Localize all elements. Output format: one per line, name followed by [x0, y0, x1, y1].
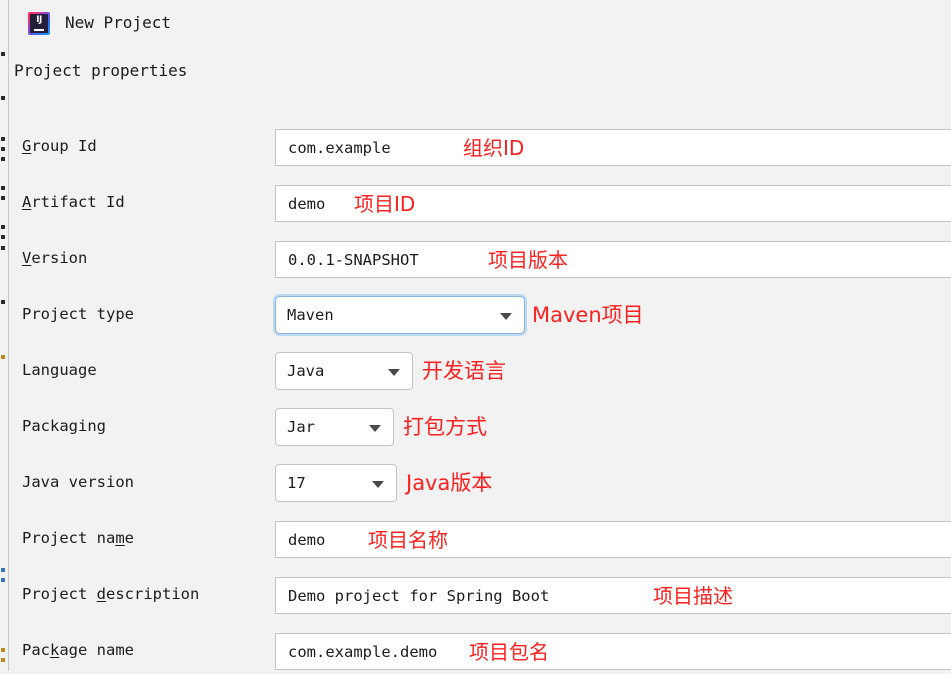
label-mnemonic: G	[22, 137, 32, 155]
annotation-java-version: Java版本	[406, 471, 493, 495]
label-mnemonic: m	[115, 529, 125, 547]
window-titlebar: IJ New Project	[10, 0, 951, 48]
dropdown-project-type[interactable]: Maven	[275, 296, 525, 334]
edge-marker	[1, 96, 5, 100]
label-project-description: Project description	[22, 585, 200, 603]
edge-marker	[1, 186, 5, 190]
edge-marker	[1, 157, 5, 161]
input-value-version: 0.0.1-SNAPSHOT	[288, 251, 419, 269]
form-row-packaging: Packaging Jar 打包方式	[0, 404, 951, 450]
label-mnemonic: V	[22, 249, 32, 267]
annotation-project-description: 项目描述	[653, 584, 733, 608]
dropdown-value-project-type: Maven	[287, 306, 334, 324]
annotation-language: 开发语言	[422, 359, 506, 383]
dropdown-value-language: Java	[287, 362, 325, 380]
annotation-artifact-id: 项目ID	[354, 192, 416, 216]
chevron-down-icon[interactable]	[388, 369, 400, 376]
label-package-name: Package name	[22, 641, 134, 659]
form-row-package-name: Package name com.example.demo 项目包名	[0, 628, 951, 674]
form-row-version: Version 0.0.1-SNAPSHOT 项目版本	[0, 236, 951, 282]
chevron-down-icon[interactable]	[369, 425, 381, 432]
edge-marker	[1, 300, 5, 304]
input-value-project-description: Demo project for Spring Boot	[288, 587, 550, 605]
label-project-type: Project type	[22, 305, 134, 323]
intellij-idea-icon: IJ	[28, 12, 50, 35]
input-value-artifact-id: demo	[288, 195, 326, 213]
form-row-language: Language Java 开发语言	[0, 348, 951, 394]
form-row-artifact-id: Artifact Id demo 项目ID	[0, 180, 951, 226]
edge-marker	[1, 52, 5, 56]
annotation-project-name: 项目名称	[368, 528, 448, 552]
input-value-project-name: demo	[288, 531, 326, 549]
input-value-group-id: com.example	[288, 139, 391, 157]
dropdown-value-java-version: 17	[287, 474, 306, 492]
edge-marker	[1, 648, 5, 652]
annotation-group-id: 组织ID	[463, 136, 525, 160]
app-icon-underbar	[34, 29, 44, 31]
chevron-down-icon[interactable]	[372, 481, 384, 488]
edge-marker	[1, 147, 5, 151]
edge-marker	[1, 196, 5, 200]
chevron-down-icon[interactable]	[500, 313, 512, 320]
input-package-name[interactable]: com.example.demo 项目包名	[275, 633, 951, 670]
window-title: New Project	[65, 13, 171, 32]
form-row-project-description: Project description Demo project for Spri…	[0, 572, 951, 618]
label-project-name: Project name	[22, 529, 135, 547]
dropdown-value-packaging: Jar	[287, 418, 315, 436]
dropdown-java-version[interactable]: 17	[275, 464, 397, 502]
edge-marker	[1, 355, 5, 359]
edge-marker	[1, 225, 5, 229]
label-artifact-id: Artifact Id	[22, 193, 125, 211]
annotation-package-name: 项目包名	[469, 640, 549, 664]
input-project-name[interactable]: demo 项目名称	[275, 521, 951, 558]
form-row-group-id: Group Id com.example 组织ID	[0, 124, 951, 170]
label-version: Version	[22, 249, 88, 267]
label-java-version: Java version	[22, 473, 134, 491]
input-group-id[interactable]: com.example 组织ID	[275, 129, 951, 166]
annotation-packaging: 打包方式	[403, 415, 487, 439]
form-row-java-version: Java version 17 Java版本	[0, 460, 951, 506]
panel-left-edge	[0, 0, 9, 671]
label-packaging: Packaging	[22, 417, 106, 435]
app-icon-body: IJ	[30, 14, 48, 33]
annotation-project-type: Maven项目	[532, 303, 644, 327]
label-group-id: Group Id	[22, 137, 97, 155]
form-row-project-type: Project type Maven Maven项目	[0, 292, 951, 338]
edge-marker	[1, 568, 5, 572]
input-artifact-id[interactable]: demo 项目ID	[275, 185, 951, 222]
input-value-package-name: com.example.demo	[288, 643, 438, 661]
dropdown-language[interactable]: Java	[275, 352, 413, 390]
annotation-version: 项目版本	[488, 248, 568, 272]
edge-marker	[1, 658, 5, 662]
input-version[interactable]: 0.0.1-SNAPSHOT 项目版本	[275, 241, 951, 278]
edge-marker	[1, 235, 5, 239]
app-icon-glyph: IJ	[36, 15, 42, 25]
edge-marker	[1, 137, 5, 141]
label-language: Language	[22, 361, 97, 379]
label-mnemonic: A	[22, 193, 32, 211]
label-mnemonic: k	[50, 641, 60, 659]
dropdown-packaging[interactable]: Jar	[275, 408, 394, 446]
form-row-project-name: Project name demo 项目名称	[0, 516, 951, 562]
edge-marker	[1, 578, 5, 582]
label-mnemonic: d	[96, 585, 106, 603]
page-title: Project properties	[14, 61, 188, 80]
edge-marker	[1, 246, 5, 250]
input-project-description[interactable]: Demo project for Spring Boot 项目描述	[275, 577, 951, 614]
